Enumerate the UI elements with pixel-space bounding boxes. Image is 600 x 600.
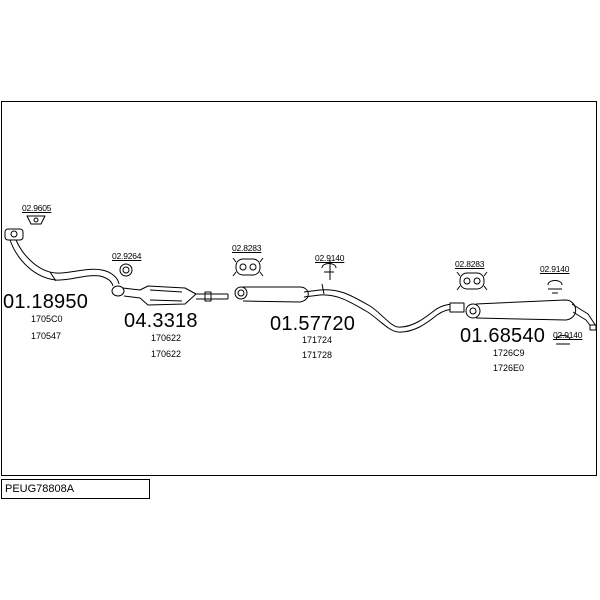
rear-silencer [449,299,597,331]
gasket [26,215,46,225]
catalytic-converter [111,285,229,306]
diagram-code: PEUG78808A [5,483,75,495]
part-number: 01.68540 [460,325,546,347]
part-reference: 171724 [302,335,333,345]
part-number: 04.3318 [124,310,198,332]
part-reference: 1726E0 [493,363,525,373]
part-reference: 170547 [31,331,62,341]
accessory-label: 02.8283 [455,259,485,269]
part-reference: 170622 [151,349,182,359]
accessory-label: 02.9140 [540,264,570,274]
middle-silencer [234,260,463,333]
pipe-hanger [547,280,563,294]
diagram-frame [1,101,597,476]
part-number: 01.57720 [270,313,356,335]
rubber-hanger [232,257,264,277]
part-reference: 171728 [302,350,333,360]
pipe-hanger [555,335,571,345]
accessory-label: 02.9140 [315,253,345,263]
accessory-label: 02.9140 [553,330,583,340]
pipe-hanger [321,263,337,273]
part-reference: 170622 [151,333,182,343]
front-pipe [4,228,120,287]
clamp-ring [119,263,133,277]
part-number: 01.18950 [3,291,89,313]
rubber-hanger [456,271,488,291]
diagram-code-box: PEUG78808A [1,479,150,499]
accessory-label: 02.9264 [112,251,142,261]
part-reference: 1726C9 [493,348,525,358]
part-reference: 1705C0 [31,314,63,324]
accessory-label: 02.9605 [22,203,52,213]
accessory-label: 02.8283 [232,243,262,253]
